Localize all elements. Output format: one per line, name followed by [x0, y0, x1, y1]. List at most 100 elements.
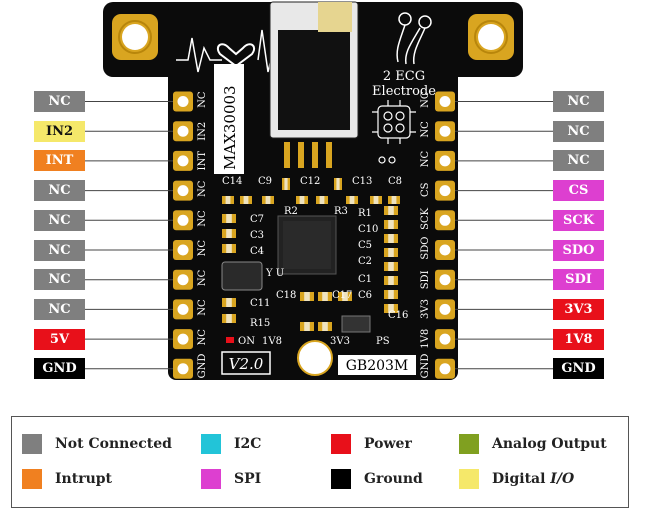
legend-swatch-interrupt [22, 469, 42, 489]
pin-label-right-sdi: SDI [553, 269, 604, 291]
crystal [221, 261, 263, 291]
pin-pad [173, 121, 193, 142]
pin-pad [173, 329, 193, 350]
smd-component [370, 196, 382, 204]
silk-r15: R15 [250, 318, 270, 329]
pin-label-left-gnd: GND [34, 358, 85, 380]
smd-component [262, 196, 274, 204]
smd-component [222, 214, 236, 223]
pin-label-right-3v3: 3V3 [553, 298, 604, 320]
legend-swatch-digital [459, 469, 479, 489]
mounting-hole-right [468, 14, 514, 60]
smd-component [318, 322, 332, 331]
legend-digital-prefix: Digital [492, 471, 551, 487]
pin-label-right-gnd: GND [553, 358, 604, 380]
electrode-symbol-icon [372, 100, 416, 164]
pin-silk-label: NC [197, 329, 208, 346]
pin-pad [435, 299, 455, 320]
pin-pad [173, 299, 193, 320]
pin-pad [173, 269, 193, 290]
smd-component [222, 196, 234, 204]
board-version: V2.0 [229, 355, 264, 373]
smd-component [222, 298, 236, 307]
smd-component [384, 262, 398, 271]
legend-not-connected: Not Connected [22, 434, 172, 454]
pin-label-right-cs: CS [553, 180, 604, 202]
silk-c10: C10 [358, 224, 378, 235]
silk-c1: C1 [358, 274, 372, 285]
pin-pad [173, 358, 193, 379]
pin-silk-label: NC [420, 121, 431, 138]
electrode-label-line1: 2 ECG [383, 69, 425, 84]
pin-label-left-nc: NC [34, 180, 85, 202]
electrode-connector [269, 1, 359, 168]
pin-pad [435, 121, 455, 142]
silk-r2: R2 [284, 206, 298, 217]
pin-silk-label: NC [197, 299, 208, 316]
pin-silk-label: GND [197, 354, 208, 379]
silk-c6: C6 [358, 290, 372, 301]
silk-ps: PS [376, 336, 390, 347]
silk-r1: R1 [358, 208, 372, 219]
pin-label-right-1v8: 1V8 [553, 328, 604, 350]
pin-pad [435, 358, 455, 379]
silk-yu: Y U [265, 268, 284, 279]
pin-silk-label: NC [420, 91, 431, 108]
silk-c16: C16 [388, 310, 408, 321]
pin-label-left-nc: NC [34, 269, 85, 291]
smd-component [282, 178, 290, 190]
legend-swatch-power [331, 434, 351, 454]
components-layer [222, 178, 400, 343]
smd-component [222, 314, 236, 323]
smd-component [384, 234, 398, 243]
pin-label-left-int: INT [34, 150, 85, 172]
heart-icon [216, 43, 256, 68]
pin-pad [173, 91, 193, 112]
silk-c4: C4 [250, 246, 264, 257]
electrode-icon [396, 12, 432, 65]
pin-silk-label: NC [197, 269, 208, 286]
pin-silk-label: CS [420, 182, 431, 197]
pin-label-right-sdo: SDO [553, 239, 604, 261]
legend-digital-io-italic: I/O [550, 471, 575, 487]
legend-i2c: I2C [201, 434, 261, 454]
pin-label-left-5v: 5V [34, 328, 85, 350]
smd-component [300, 292, 314, 301]
legend-label: Analog Output [492, 436, 607, 452]
silk-c9: C9 [258, 176, 272, 187]
smd-component [334, 178, 342, 190]
silk-v3v3: 3V3 [330, 336, 350, 347]
smd-component [338, 292, 352, 301]
legend-swatch-nc [22, 434, 42, 454]
pin-silk-label: NC [197, 210, 208, 227]
smd-component [296, 196, 308, 204]
legend: Not Connected Intrupt I2C SPI Power Grou… [11, 416, 629, 508]
version-box [221, 351, 271, 375]
smd-component [222, 244, 236, 253]
pin-pad [173, 240, 193, 260]
pin-pad [173, 180, 193, 201]
pin-silk-label: SCK [420, 207, 431, 230]
legend-swatch-ground [331, 469, 351, 489]
smd-component [384, 276, 398, 285]
smd-component [300, 322, 314, 331]
smd-component [384, 206, 398, 215]
pcb-hole-bottom [297, 340, 333, 376]
pin-label-left-nc: NC [34, 298, 85, 320]
chip-label: MAX30003 [221, 85, 239, 170]
silk-c3: C3 [250, 230, 264, 241]
smd-component [384, 248, 398, 257]
pin-silk-label: NC [197, 240, 208, 257]
pin-pad [435, 269, 455, 290]
silk-c2: C2 [358, 256, 372, 267]
pin-pad [435, 329, 455, 350]
legend-label: Intrupt [55, 471, 113, 487]
pin-silk-label: 1V8 [420, 329, 431, 349]
pin-silk-label: NC [420, 151, 431, 168]
silk-r3: R3 [334, 206, 348, 217]
pin-silk-label: GND [420, 354, 431, 379]
pin-label-left-nc: NC [34, 239, 85, 261]
legend-digital-io: Digital I/O [459, 469, 574, 489]
